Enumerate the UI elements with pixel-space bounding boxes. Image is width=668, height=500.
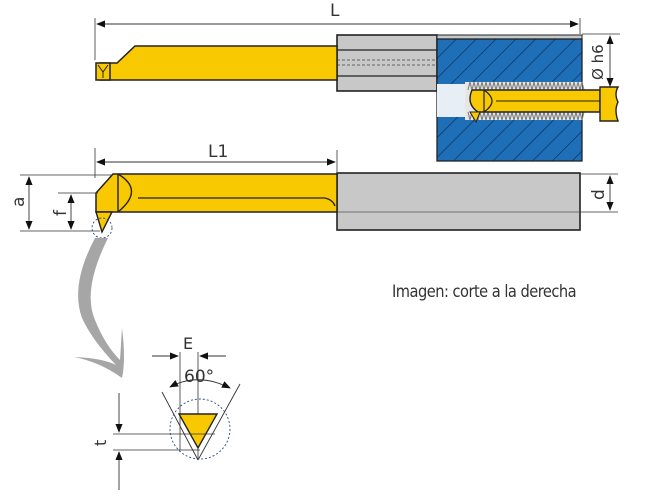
thread-tooth [471, 81, 477, 91]
thread-tooth [575, 81, 581, 91]
thread-tooth [547, 111, 553, 121]
thread-tooth [547, 81, 553, 91]
thread-tooth [479, 81, 485, 91]
thread-tooth [567, 81, 573, 91]
thread-tooth [515, 111, 521, 121]
top-view: L Ø h6 [94, 1, 620, 162]
thread-tooth [571, 81, 577, 91]
label-e: E [183, 334, 193, 353]
label-d: d [589, 189, 609, 200]
thread-tooth [475, 81, 481, 91]
detail-magnify-circle [169, 398, 231, 460]
thread-tooth [523, 81, 529, 91]
thread-tooth [563, 111, 569, 121]
thread-tooth [579, 81, 585, 91]
shank-top [336, 34, 438, 92]
thread-tooth [539, 111, 545, 121]
thread-tooth [559, 111, 565, 121]
thread-tooth [503, 81, 509, 91]
thread-tooth [483, 111, 489, 121]
caption: Imagen: corte a la derecha [392, 282, 577, 302]
thread-teeth [467, 81, 585, 121]
thread-tooth [575, 111, 581, 121]
label-l1: L1 [208, 142, 228, 162]
thread-tooth [487, 111, 493, 121]
shank-end-cut [599, 86, 620, 122]
thread-tooth [543, 81, 549, 91]
thread-tooth [519, 111, 525, 121]
thread-tooth [495, 81, 501, 91]
thread-tooth [507, 111, 513, 121]
label-a: a [9, 197, 29, 207]
thread-tooth [479, 111, 485, 121]
thread-tooth [571, 111, 577, 121]
thread-tooth [495, 111, 501, 121]
cutting-tip [95, 211, 114, 234]
label-t: t [91, 440, 110, 446]
thread-tooth [523, 111, 529, 121]
thread-tooth [483, 81, 489, 91]
thread-tooth [579, 111, 585, 121]
thread-tooth [535, 111, 541, 121]
thread-tooth [519, 81, 525, 91]
thread-tooth [499, 81, 505, 91]
thread-tooth [499, 111, 505, 121]
thread-tooth [531, 81, 537, 91]
tool-body-side [95, 173, 338, 213]
thread-tooth [503, 111, 509, 121]
thread-tooth [555, 81, 561, 91]
thread-tooth [467, 81, 473, 91]
thread-tooth [567, 111, 573, 121]
thread-tooth [535, 81, 541, 91]
thread-tooth [487, 81, 493, 91]
thread-tooth [563, 81, 569, 91]
tip-detail-view: E 60° t [91, 334, 241, 490]
thread-tooth [555, 111, 561, 121]
thread-tooth [559, 81, 565, 91]
thread-tooth [491, 111, 497, 121]
shank-side [336, 172, 581, 231]
side-view: L1 a f d [9, 142, 618, 239]
thread-tooth [491, 81, 497, 91]
thread-tooth [511, 81, 517, 91]
insert-triangle [177, 413, 219, 450]
tool-body-top [99, 45, 338, 81]
thread-tooth [531, 111, 537, 121]
label-diameter: Ø h6 [589, 44, 607, 80]
label-l: L [330, 1, 340, 21]
thread-tooth [527, 111, 533, 121]
label-angle: 60° [184, 367, 214, 387]
thread-tooth [507, 81, 513, 91]
thread-tooth [527, 81, 533, 91]
label-f: f [51, 209, 71, 216]
thread-tooth [539, 81, 545, 91]
detail-circle [91, 217, 113, 239]
bore [437, 84, 467, 117]
thread-tooth [543, 111, 549, 121]
detail-arrow [74, 238, 124, 378]
thread-tooth [515, 81, 521, 91]
angle-arc [169, 379, 231, 389]
thread-tooth [551, 111, 557, 121]
thread-tooth [551, 81, 557, 91]
thread-tooth [511, 111, 517, 121]
